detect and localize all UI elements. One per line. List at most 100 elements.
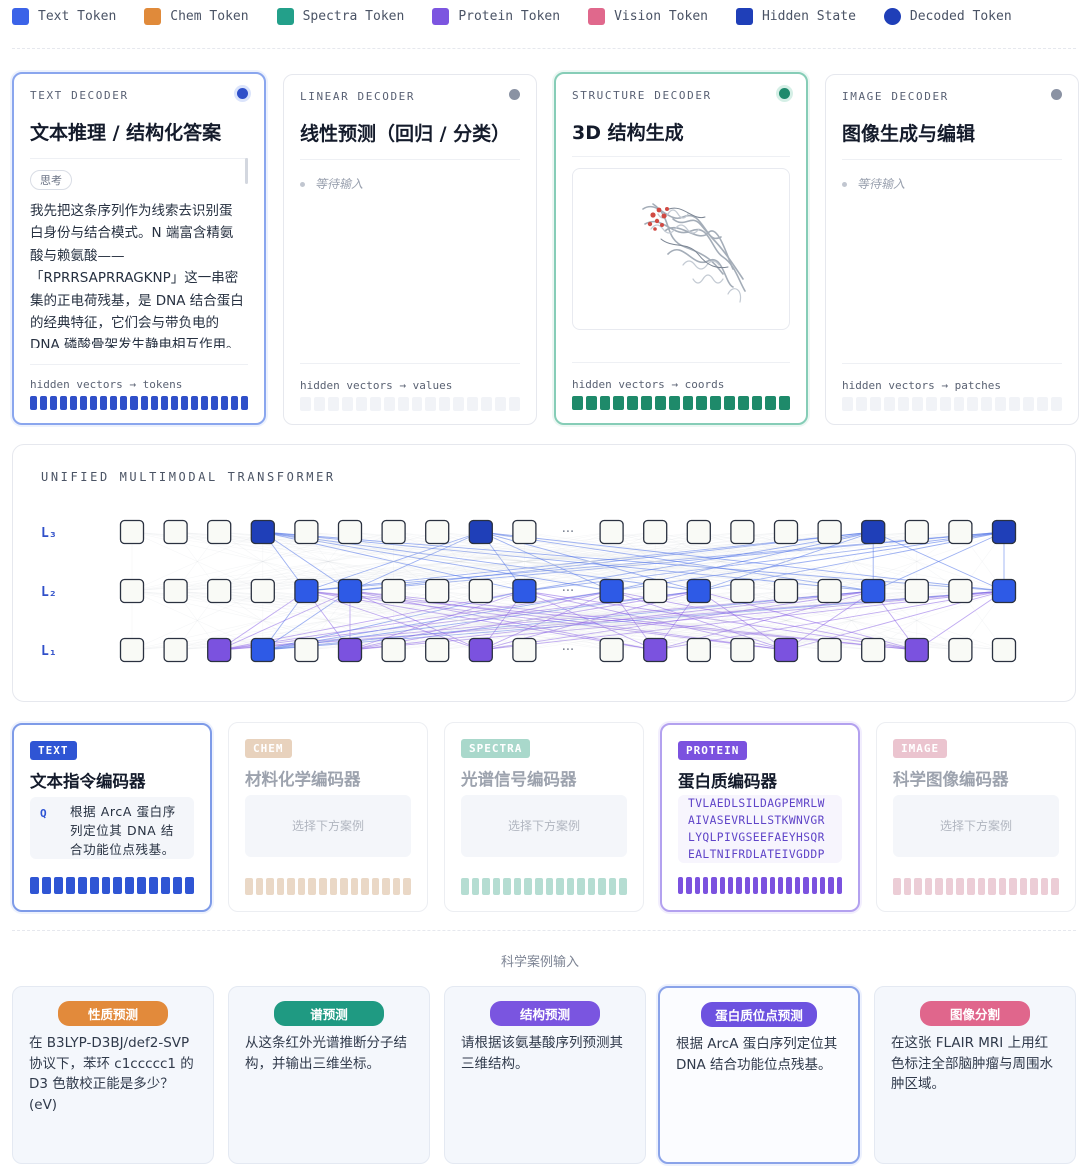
token-bar-segment (967, 397, 979, 411)
sequence-line: EALTNIFRDLATEIVGDDP (688, 848, 825, 861)
token-bar (678, 877, 842, 894)
token-bar-segment (678, 877, 684, 894)
attention-link (655, 531, 787, 592)
waiting-status: 等待输入 (300, 175, 363, 192)
token-node (294, 519, 319, 545)
token-bar-segment (786, 877, 792, 894)
token-node (861, 519, 886, 545)
image-decoder-card[interactable]: IMAGE DECODER 图像生成与编辑 等待输入 hidden vector… (825, 74, 1079, 425)
attention-link (131, 531, 525, 592)
example-card-property-prediction[interactable]: 性质预测 在 B3LYP-D3BJ/def2-SVP 协议下，苯环 c1cccc… (12, 986, 214, 1164)
token-bar-segment (585, 396, 597, 410)
linear-decoder-card[interactable]: LINEAR DECODER 线性预测（回归 / 分类） 等待输入 hidden… (283, 74, 537, 425)
token-bar-segment (893, 878, 901, 895)
token-bar-segment (397, 397, 409, 411)
token-bar-segment (914, 878, 922, 895)
image-encoder-card[interactable]: IMAGE 科学图像编码器 选择下方案例 (876, 722, 1076, 912)
structure-decoder-card[interactable]: STRUCTURE DECODER 3D 结构生成 (554, 72, 808, 425)
token-bar-segment (361, 878, 369, 895)
token-bar-segment (30, 396, 38, 410)
divider (30, 364, 248, 365)
token-bar-segment (276, 878, 285, 895)
text-encoder-card[interactable]: TEXT 文本指令编码器 Q 根据 ArcA 蛋白序列定位其 DNA 结合功能位… (12, 723, 212, 912)
example-card-image-segmentation[interactable]: 图像分割 在这张 FLAIR MRI 上用红色标注全部脑肿瘤与周围水肿区域。 (874, 986, 1076, 1164)
attention-link (262, 531, 699, 592)
divider (572, 156, 790, 157)
token-node (730, 637, 755, 663)
divider (300, 159, 520, 160)
token-bar-segment (883, 397, 895, 411)
attention-link (437, 531, 874, 592)
attention-link (175, 531, 874, 592)
example-card-spectra-prediction[interactable]: 谱预测 从这条红外光谱推断分子结构，并输出三维坐标。 (228, 986, 430, 1164)
token-bar-segment (150, 396, 158, 410)
token-bar-segment (778, 877, 784, 894)
token-bar-segment (998, 878, 1007, 895)
attention-link (611, 531, 1005, 592)
text-decoder-card[interactable]: TEXT DECODER 文本推理 / 结构化答案 思考 我先把这条序列作为线索… (12, 72, 266, 425)
token-bar-segment (751, 396, 763, 410)
token-node (425, 637, 450, 663)
input-placeholder-box: 选择下方案例 (245, 795, 411, 857)
token-node (119, 578, 145, 604)
attention-link (349, 531, 961, 592)
attention-link (131, 590, 525, 651)
token-node (599, 519, 624, 545)
attention-link (131, 590, 263, 651)
token-bar-segment (1019, 878, 1028, 895)
legend-swatch (883, 8, 901, 25)
legend-label: Decoded Token (909, 9, 1012, 24)
layer-label: L₁ (41, 644, 57, 659)
legend-label: Protein Token (458, 9, 561, 24)
attention-link (306, 590, 1005, 651)
attention-link (175, 531, 351, 592)
token-bar-segment (779, 396, 790, 410)
spectra-encoder-card[interactable]: SPECTRA 光谱信号编码器 选择下方案例 (444, 722, 644, 912)
legend-swatch (12, 8, 29, 25)
token-bar-segment (287, 878, 295, 895)
encoder-title: 科学图像编码器 (893, 770, 1009, 789)
token-node (119, 519, 145, 545)
token-bar-segment (481, 397, 493, 411)
protein-sequence: TVLAEDLSILDAGPEMRLW AIVASEVRLLLSTKWNVGR … (678, 795, 842, 863)
token-bar-segment (113, 877, 123, 894)
token-bar-segment (340, 878, 348, 895)
placeholder-text: 选择下方案例 (507, 819, 580, 833)
attention-link (437, 590, 874, 651)
token-bar-segment (608, 878, 617, 895)
token-node (991, 637, 1017, 663)
attention-link (393, 590, 787, 651)
token-bar-segment (1023, 397, 1035, 411)
token-node (730, 519, 755, 545)
token-bar-segment (369, 397, 381, 411)
attention-link (611, 531, 961, 592)
attention-link (306, 531, 1005, 592)
legend-label: Text Token (38, 9, 117, 24)
attention-link (873, 531, 961, 592)
protein-encoder-card[interactable]: PROTEIN 蛋白质编码器 TVLAEDLSILDAGPEMRLW AIVAS… (660, 723, 860, 912)
structure-viewer[interactable] (572, 168, 790, 330)
transformer-panel: UNIFIED MULTIMODAL TRANSFORMER L₃···L₂··… (12, 444, 1076, 702)
token-bar-segment (737, 396, 749, 410)
scrollbar[interactable] (245, 158, 248, 184)
legend-label: Spectra Token (302, 9, 405, 24)
example-card-protein-site-prediction[interactable]: 蛋白质位点预测 根据 ArcA 蛋白序列定位其 DNA 结合功能位点残基。 (658, 986, 860, 1164)
divider (842, 159, 1062, 160)
attention-link (219, 590, 307, 651)
token-bar-segment (935, 878, 943, 895)
token-bar (461, 878, 627, 895)
token-bar-segment (255, 878, 264, 895)
example-card-structure-prediction[interactable]: 结构预测 请根据该氨基酸序列预测其三维结构。 (444, 986, 646, 1164)
token-bar-segment (1009, 397, 1021, 411)
token-node (686, 519, 711, 545)
token-bar-segment (180, 396, 188, 410)
token-bar-segment (572, 396, 583, 410)
chem-encoder-card[interactable]: CHEM 材料化学编码器 选择下方案例 (228, 722, 428, 912)
token-bar-segment (619, 878, 627, 895)
token-node (119, 637, 145, 663)
token-bar-segment (794, 877, 801, 894)
token-bar-segment (140, 396, 148, 410)
token-bar-segment (382, 878, 390, 895)
attention-link (698, 531, 874, 592)
token-bar-segment (392, 878, 401, 895)
